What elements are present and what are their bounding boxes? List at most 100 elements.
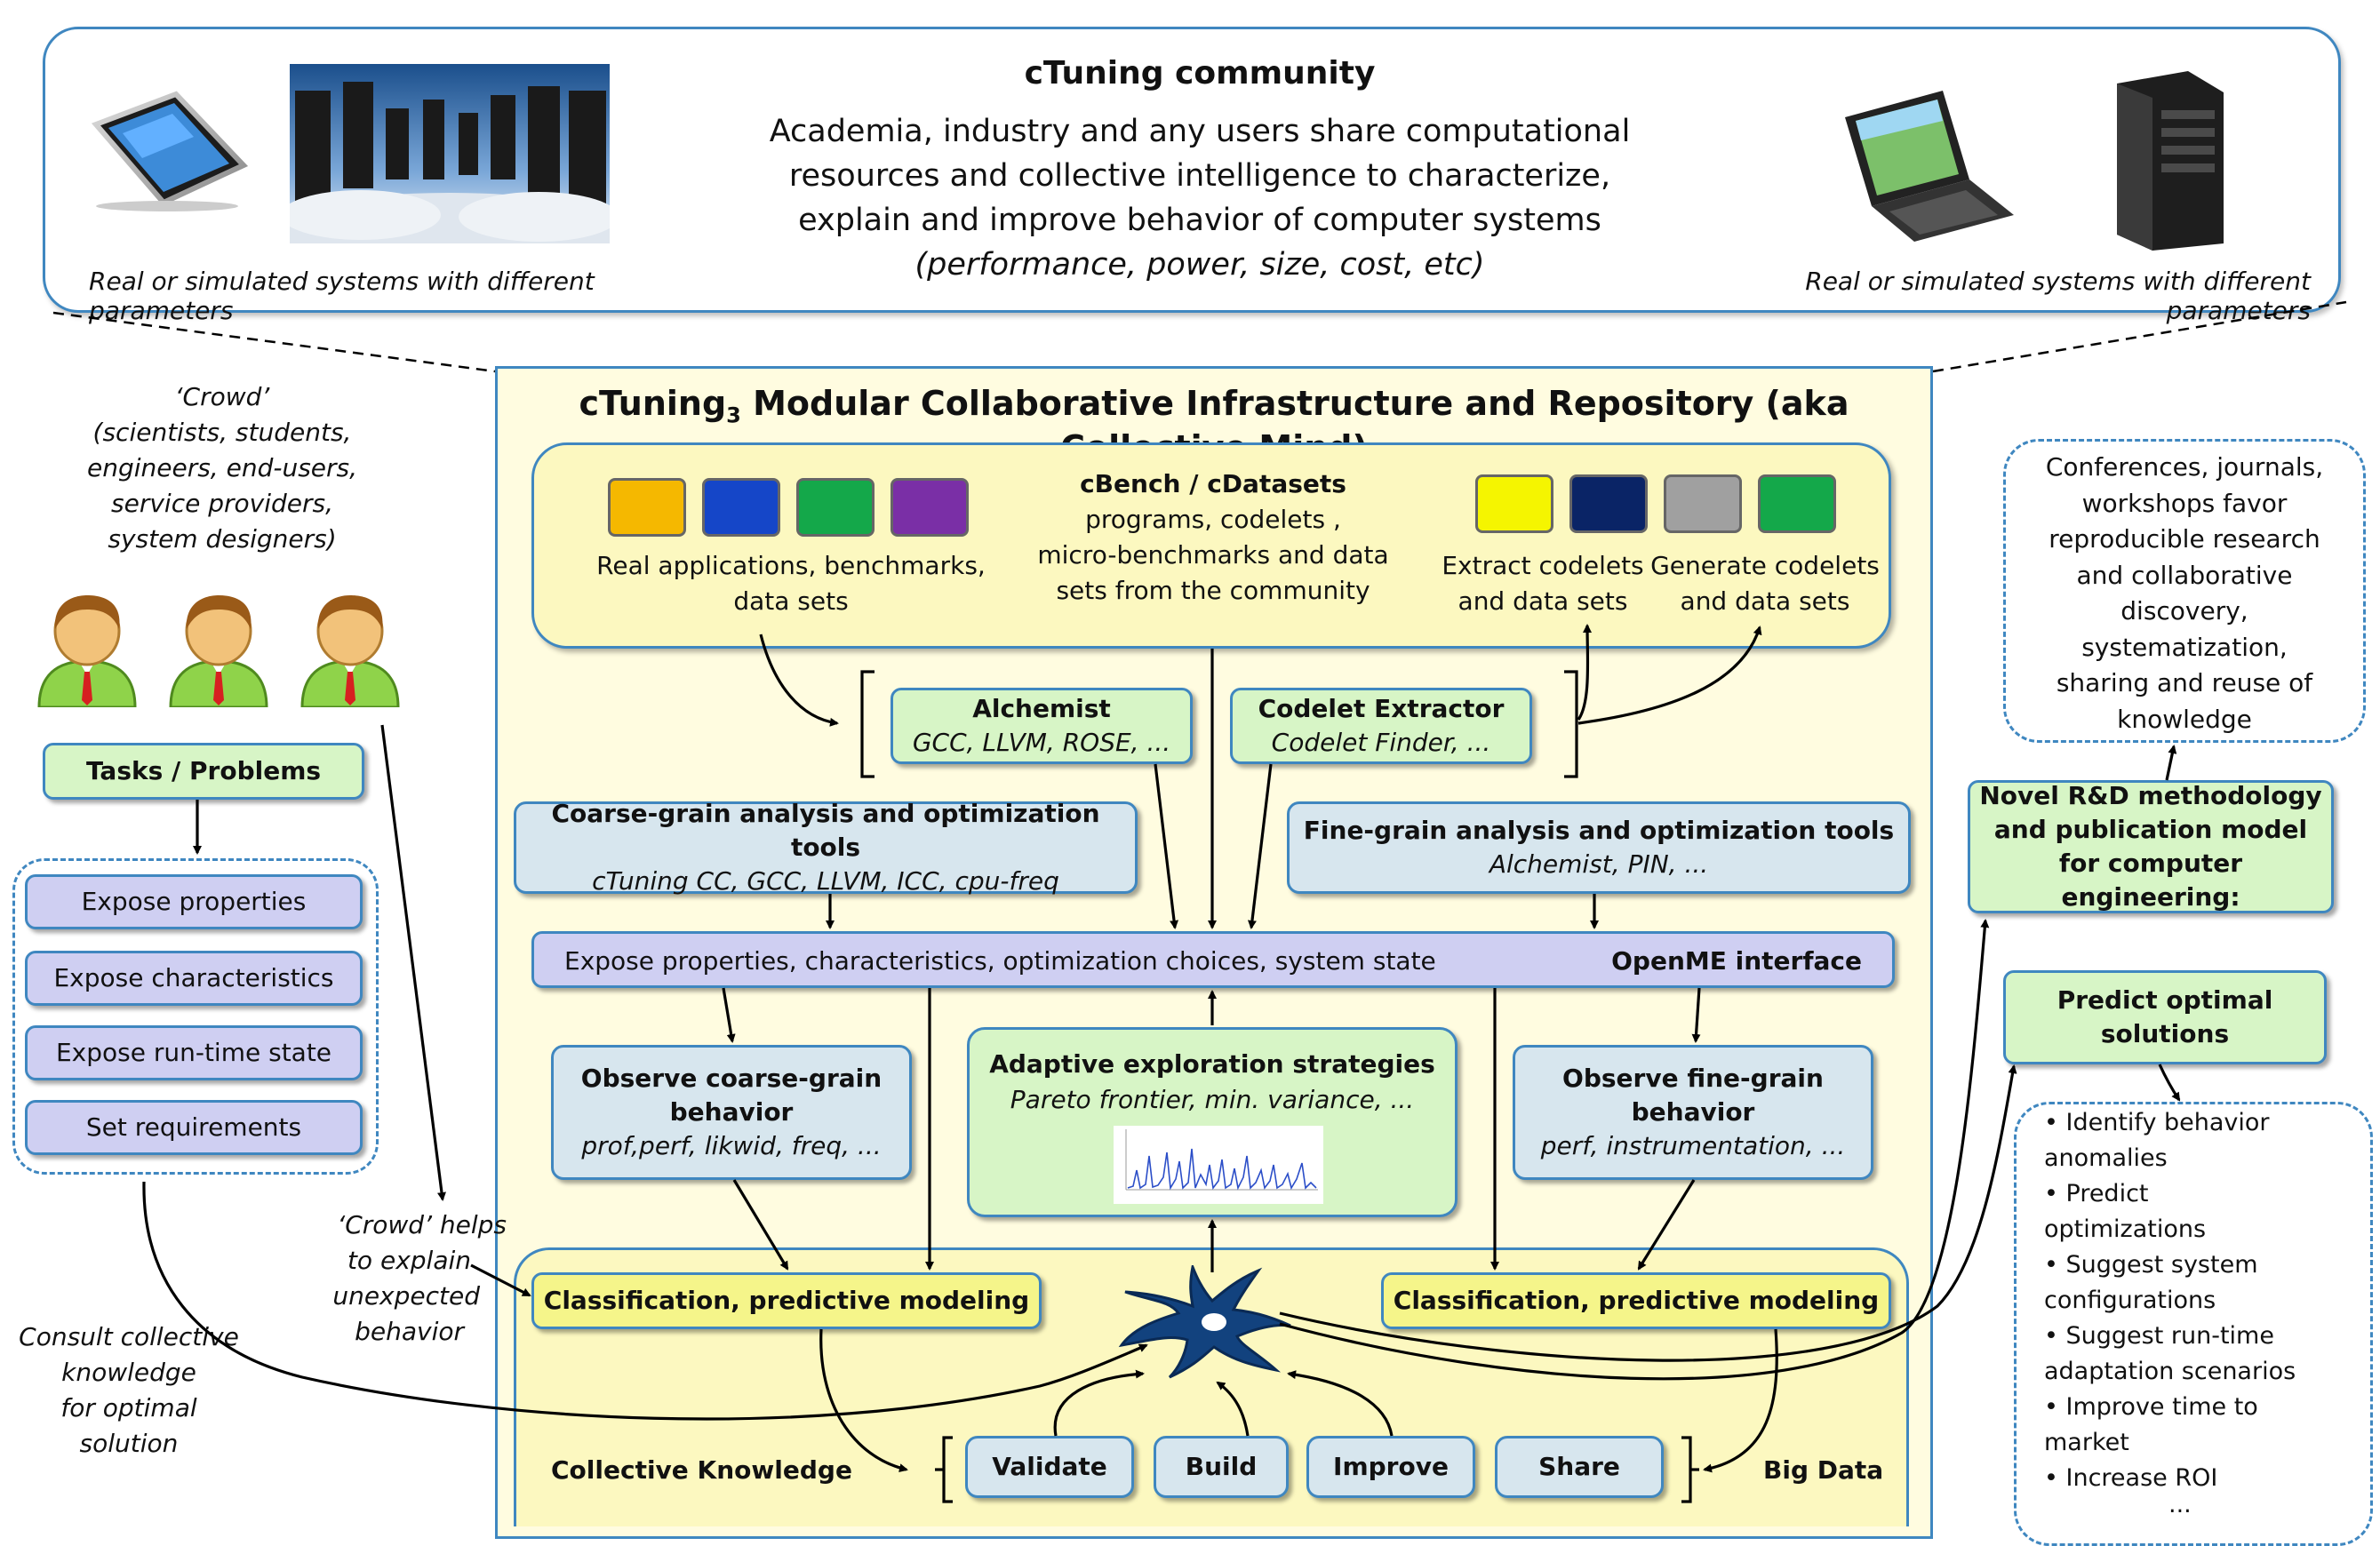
swatch-gray (1664, 474, 1742, 533)
outcome-line-11: • Increase ROI (2044, 1464, 2218, 1492)
fine-grain-tools-title: Fine-grain analysis and optimization too… (1303, 816, 1895, 846)
predict-optimal-box: Predict optimal solutions (2003, 970, 2327, 1064)
swatch-yellow (1475, 474, 1553, 533)
right-systems-caption: Real or simulated systems with different… (1805, 267, 2311, 325)
user-avatar-2 (165, 590, 272, 709)
observe-fine-box: Observe fine-grain behavior perf, instru… (1513, 1045, 1873, 1180)
neuron-icon (1116, 1262, 1294, 1381)
community-line-3: explain and improve behavior of computer… (798, 203, 1601, 238)
real-apps-line-1: Real applications, benchmarks, (596, 551, 986, 580)
coarse-grain-tools-sub: cTuning CC, GCC, LLVM, ICC, cpu-freq (592, 865, 1059, 896)
conferences-box (2003, 439, 2366, 743)
codelet-extractor-sub: Codelet Finder, ... (1271, 728, 1491, 757)
outcome-line-12: ... (2168, 1491, 2192, 1518)
tablet-keyboard-image (1836, 82, 2019, 245)
datacenter-cloud-image (290, 64, 610, 243)
infrastructure-title-pre: cTuning (579, 384, 727, 423)
user-avatar-3 (297, 590, 403, 709)
observe-coarse-box: Observe coarse-grain behavior prof,perf,… (551, 1045, 912, 1180)
consult-line-2: knowledge (61, 1358, 196, 1387)
swatches-right (1475, 474, 1840, 537)
validate-button: Validate (965, 1436, 1134, 1498)
coarse-grain-tools-box: Coarse-grain analysis and optimization t… (514, 799, 1138, 896)
real-apps-line-2: data sets (733, 586, 849, 616)
community-line-2: resources and collective intelligence to… (788, 158, 1611, 194)
alchemist-box: Alchemist GCC, LLVM, ROSE, ... (891, 688, 1193, 764)
outcome-line-9: • Improve time to (2044, 1393, 2258, 1421)
user-avatar-1 (34, 590, 140, 709)
conferences-line-4: and collaborative (2076, 560, 2293, 590)
crowd-line-4: service providers, (111, 489, 333, 518)
infrastructure-title-sub: 3 (726, 402, 741, 428)
crowd-helps-line-1: ‘Crowd’ helps (337, 1210, 507, 1239)
big-data-label: Big Data (1763, 1455, 1884, 1485)
swatch-navy (1569, 474, 1648, 533)
observe-coarse-sub: prof,perf, likwid, freq, ... (581, 1130, 882, 1160)
classification-left-text: Classification, predictive modeling (543, 1286, 1030, 1316)
expose-properties-label: Expose properties (81, 887, 307, 917)
conferences-line-3: reproducible research (2049, 524, 2320, 554)
codelet-extractor-title: Codelet Extractor (1258, 694, 1505, 724)
build-button: Build (1154, 1436, 1289, 1498)
expose-properties-box: Expose properties (25, 874, 363, 929)
conferences-line-1: Conferences, journals, (2045, 452, 2324, 482)
swatches-left (608, 478, 972, 540)
novel-line-3: for computer engineering: (2058, 849, 2243, 912)
share-label: Share (1538, 1452, 1620, 1482)
collective-knowledge-label: Collective Knowledge (551, 1455, 852, 1485)
swatch-purple (891, 478, 969, 537)
validate-label: Validate (992, 1452, 1107, 1482)
share-button: Share (1495, 1436, 1664, 1498)
predict-line-2: solutions (2100, 1019, 2230, 1048)
alchemist-title: Alchemist (972, 694, 1111, 724)
crowd-line-3: engineers, end-users, (86, 453, 358, 482)
observe-fine-sub: perf, instrumentation, ... (1540, 1130, 1846, 1160)
build-label: Build (1185, 1452, 1258, 1482)
conferences-line-5: discovery, (2120, 596, 2248, 626)
fine-grain-tools-sub: Alchemist, PIN, ... (1489, 849, 1709, 879)
improve-label: Improve (1333, 1452, 1449, 1482)
adaptive-exploration-box: Adaptive exploration strategies Pareto f… (967, 1027, 1458, 1217)
crowd-line-5: system designers) (108, 524, 337, 554)
adaptive-exploration-title: Adaptive exploration strategies (989, 1049, 1435, 1079)
extract-codelets-line-1: Extract codelets (1442, 551, 1644, 580)
expose-characteristics-box: Expose characteristics (25, 951, 363, 1006)
extract-codelets-line-2: and data sets (1458, 586, 1628, 616)
generate-codelets-line-2: and data sets (1680, 586, 1850, 616)
expose-runtime-state-box: Expose run-time state (25, 1025, 363, 1080)
conferences-line-7: sharing and reuse of (2056, 668, 2313, 697)
coarse-grain-tools-title: Coarse-grain analysis and optimization t… (551, 799, 1100, 863)
classification-left-box: Classification, predictive modeling (531, 1272, 1042, 1329)
cbench-line-2: micro-benchmarks and data (1037, 540, 1389, 570)
crowd-helps-line-3: unexpected (332, 1281, 480, 1311)
community-line-1: Academia, industry and any users share c… (769, 114, 1631, 149)
smartphone-image (78, 89, 252, 215)
outcome-line-7: • Suggest run-time (2044, 1322, 2274, 1350)
outcome-line-2: anomalies (2044, 1144, 2168, 1172)
swatch-green-2 (1758, 474, 1836, 533)
novel-line-2: and publication model (1993, 815, 2308, 845)
crowd-helps-line-4: behavior (355, 1317, 464, 1346)
openme-text: Expose properties, characteristics, opti… (564, 946, 1436, 976)
outcomes-text: • Identify behavior anomalies • Predict … (2044, 1105, 2364, 1518)
outcome-line-6: configurations (2044, 1287, 2216, 1314)
crowd-line-2: (scientists, students, (92, 418, 352, 447)
tasks-problems-box: Tasks / Problems (43, 743, 364, 800)
outcome-line-8: adaptation scenarios (2044, 1358, 2296, 1385)
swatch-orange (608, 478, 686, 537)
outcome-line-4: optimizations (2044, 1215, 2207, 1243)
crowd-line-1: ‘Crowd’ (174, 382, 270, 411)
community-line-4: (performance, power, size, cost, etc) (914, 247, 1485, 283)
generate-codelets-line-1: Generate codelets (1650, 551, 1880, 580)
observe-coarse-line-2: behavior (669, 1097, 794, 1128)
tasks-problems-label: Tasks / Problems (85, 756, 322, 786)
set-requirements-label: Set requirements (85, 1112, 302, 1143)
community-title: cTuning community (1024, 55, 1376, 92)
novel-methodology-box: Novel R&D methodology and publication mo… (1968, 780, 2334, 913)
cbench-title: cBench / cDatasets (1080, 469, 1346, 498)
adaptive-exploration-sub: Pareto frontier, min. variance, ... (1010, 1085, 1415, 1114)
server-tower-image (2099, 66, 2229, 252)
cbench-line-3: sets from the community (1056, 576, 1370, 605)
outcome-line-1: • Identify behavior (2044, 1109, 2270, 1136)
